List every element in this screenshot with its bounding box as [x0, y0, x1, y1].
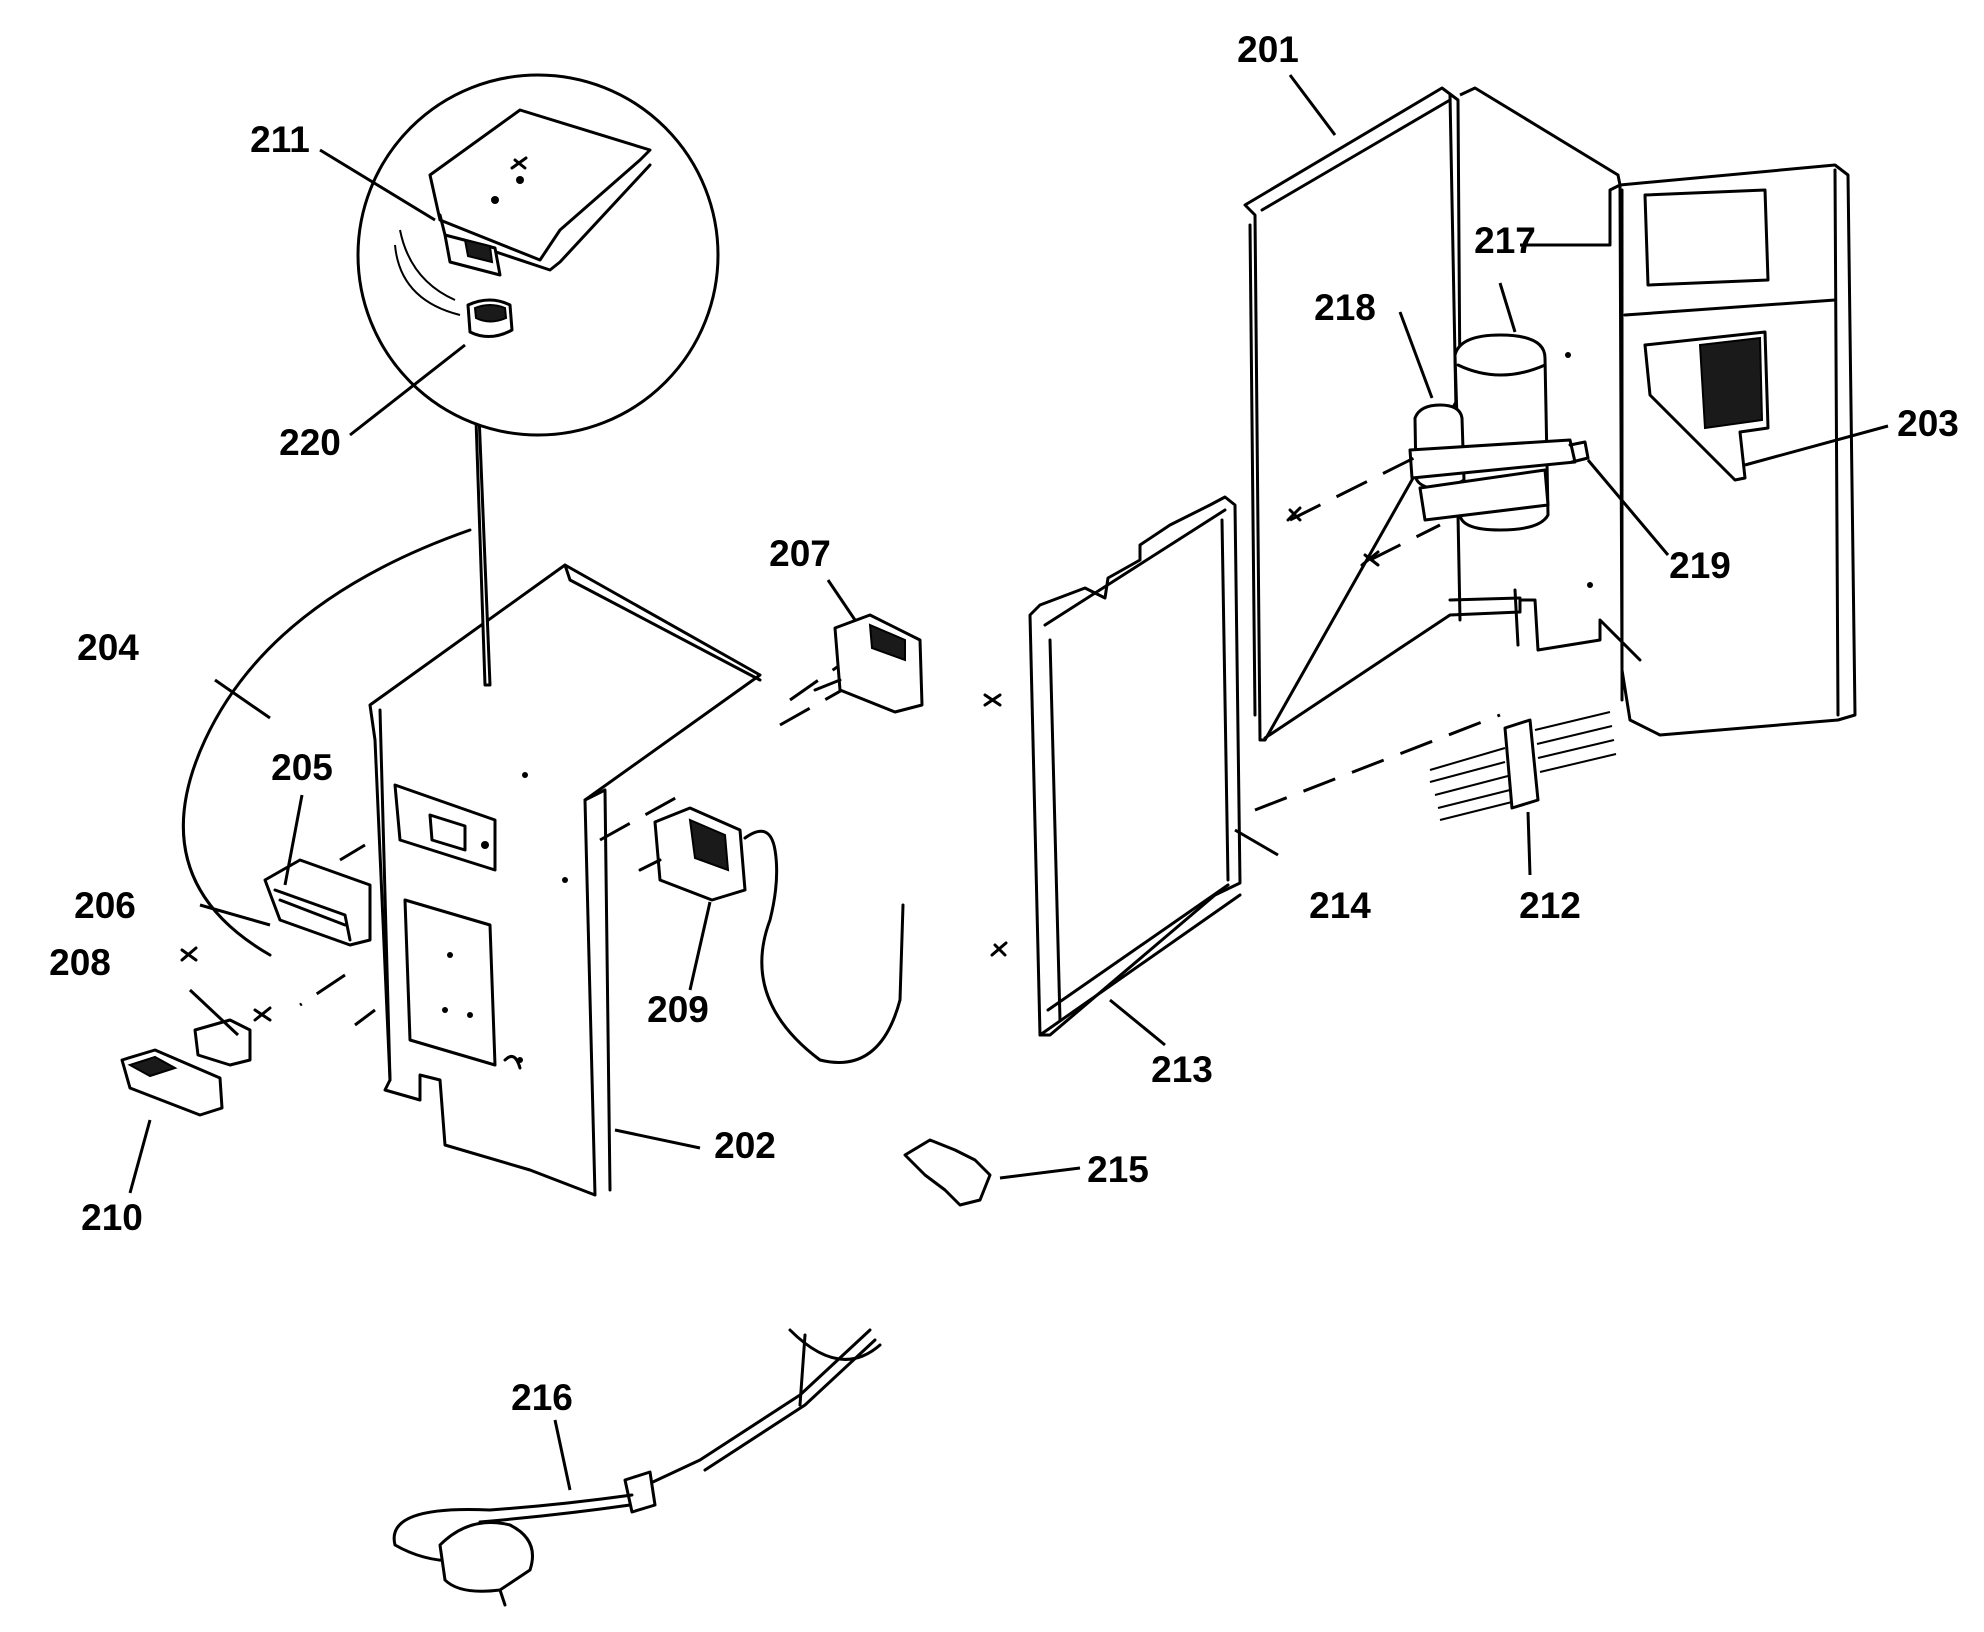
part-217-label: 217 [1474, 220, 1536, 261]
part-211-label: 211 [250, 119, 310, 160]
switch-207 [813, 613, 924, 714]
terminal-block [1429, 711, 1617, 821]
part-labels: 201 202 203 204 205 206 207 208 209 210 … [49, 29, 1959, 1418]
control-box [299, 563, 861, 1197]
part-220-label: 220 [279, 422, 341, 463]
front-panel [983, 495, 1501, 1037]
part-207-label: 207 [769, 533, 831, 574]
bracket-205 [180, 858, 372, 1022]
cabinet-housing [1243, 86, 1857, 742]
switch-208 [193, 1018, 252, 1067]
part-209-label: 209 [647, 989, 709, 1030]
part-202-label: 202 [714, 1125, 776, 1166]
leader-lines [128, 74, 1889, 1491]
clip-215 [903, 1138, 992, 1207]
part-205-label: 205 [271, 747, 333, 788]
thermostat-209 [638, 806, 905, 1064]
part-215-label: 215 [1087, 1149, 1149, 1190]
capacitor-assembly [1289, 333, 1590, 562]
switch-210 [120, 1048, 224, 1117]
part-203-label: 203 [1897, 403, 1959, 444]
wire-harness-204 [181, 528, 472, 957]
part-204-label: 204 [77, 627, 139, 668]
part-219-label: 219 [1669, 545, 1731, 586]
power-cord-216 [392, 1328, 882, 1607]
part-218-label: 218 [1314, 287, 1376, 328]
part-206-label: 206 [74, 885, 136, 926]
part-201-label: 201 [1237, 29, 1299, 70]
part-212-label: 212 [1519, 885, 1581, 926]
detail-view-circle [356, 73, 720, 437]
part-214-label: 214 [1309, 885, 1371, 926]
part-216-label: 216 [511, 1377, 573, 1418]
part-210-label: 210 [81, 1197, 143, 1238]
part-213-label: 213 [1151, 1049, 1213, 1090]
part-208-label: 208 [49, 942, 111, 983]
